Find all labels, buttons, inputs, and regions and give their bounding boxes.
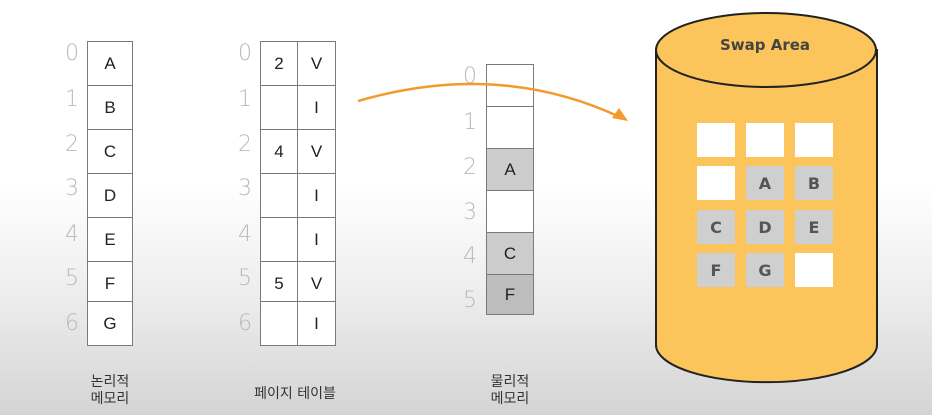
logical-memory-caption: 논리적 메모리: [90, 374, 130, 407]
physical-memory-frame: [486, 190, 534, 233]
logical-memory-cell: F: [87, 261, 133, 306]
swap-slot: [697, 166, 735, 200]
physical-memory-index: 4: [463, 244, 477, 269]
physical-memory-frame: C: [486, 232, 534, 275]
page-table-valid-bit-cell: V: [297, 129, 336, 174]
physical-memory-index: 2: [463, 155, 477, 180]
page-table-index: 6: [238, 311, 252, 336]
swap-slot: E: [795, 210, 833, 244]
page-table-frame-cell: [260, 85, 298, 130]
page-table-caption: 페이지 테이블: [254, 386, 336, 402]
physical-memory-index: 0: [463, 64, 477, 89]
page-table-valid-bit-cell: I: [297, 85, 336, 130]
logical-memory-index: 2: [65, 132, 79, 157]
physical-memory-caption: 물리적 메모리: [490, 374, 530, 407]
logical-memory-index: 1: [65, 87, 79, 112]
logical-memory-index: 4: [65, 222, 79, 247]
swap-slot: D: [746, 210, 784, 244]
swap-area-title: Swap Area: [719, 36, 811, 54]
swap-slot: C: [697, 210, 735, 244]
physical-memory-frame: F: [486, 274, 534, 315]
logical-memory-cell: G: [87, 301, 133, 346]
logical-memory-index: 0: [65, 41, 79, 66]
logical-memory-index: 5: [65, 266, 79, 291]
page-table-frame-cell: 4: [260, 129, 298, 174]
logical-memory-index: 3: [65, 176, 79, 201]
page-table-index: 4: [238, 222, 252, 247]
swap-slot: A: [746, 166, 784, 200]
swap-slot: [746, 123, 784, 157]
logical-memory-cell: E: [87, 217, 133, 262]
swap-slot: [697, 123, 735, 157]
swap-slot: B: [795, 166, 833, 200]
page-table-index: 2: [238, 132, 252, 157]
swap-slot: F: [697, 253, 735, 287]
page-table-valid-bit-cell: V: [297, 261, 336, 306]
logical-memory-cell: A: [87, 41, 133, 86]
swap-slot: [795, 123, 833, 157]
physical-memory-index: 3: [463, 200, 477, 225]
swap-slot: [795, 253, 833, 287]
page-table-index: 1: [238, 87, 252, 112]
page-table-valid-bit-cell: I: [297, 301, 336, 346]
swap-slot: G: [746, 253, 784, 287]
page-table-frame-cell: [260, 301, 298, 346]
page-table-index: 5: [238, 266, 252, 291]
physical-memory-index: 5: [463, 288, 477, 313]
page-table-index: 0: [238, 41, 252, 66]
page-table-index: 3: [238, 176, 252, 201]
logical-memory-cell: C: [87, 129, 133, 174]
logical-memory-index: 6: [65, 311, 79, 336]
page-table-valid-bit-cell: V: [297, 41, 336, 86]
page-table-frame-cell: [260, 217, 298, 262]
page-table-frame-cell: 2: [260, 41, 298, 86]
logical-memory-cell: D: [87, 173, 133, 218]
